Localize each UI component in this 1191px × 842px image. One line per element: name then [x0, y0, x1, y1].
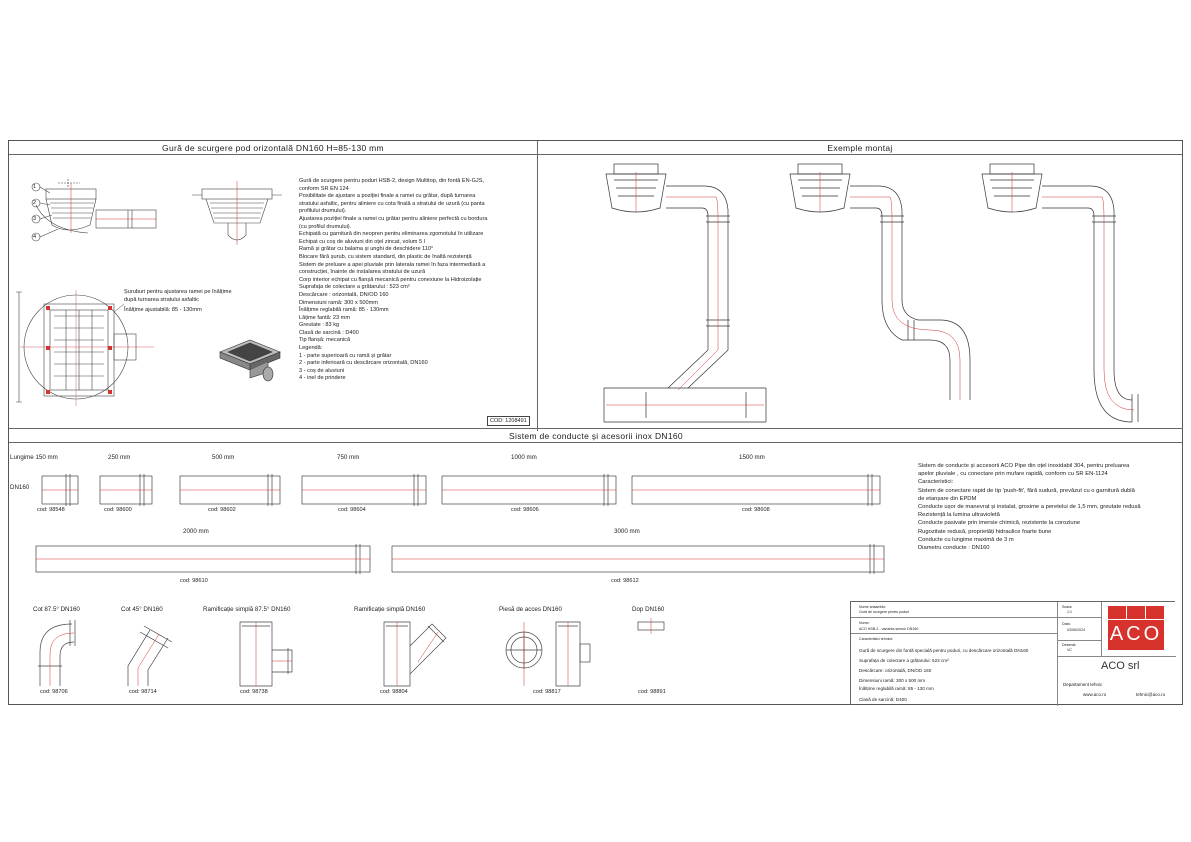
- tb-char-line-2: Suprafața de colectare a grătarului: 523…: [859, 658, 949, 663]
- len-1500: 1500 mm: [739, 454, 765, 461]
- code-98602: cod: 98602: [208, 507, 236, 513]
- code-98612: cod: 98612: [611, 578, 639, 584]
- header-right: Exemple montaj: [538, 141, 1182, 155]
- len-3000: 3000 mm: [614, 528, 640, 535]
- tb-char-line-4: Dimensiuni ramă: 300 x 500 mm: [859, 678, 926, 683]
- drain-side-view: [31, 179, 157, 242]
- fitting-name-branch-87: Ramificație simplă 87.5° DN160: [203, 606, 291, 613]
- header-left: Gură de scurgere pod orizontală DN160 H=…: [9, 141, 537, 155]
- fitting-name-elbow-45: Cot 45° DN160: [121, 606, 163, 613]
- tb-char-line-3: Descărcare: orizontală, DN/OD 160: [859, 668, 932, 673]
- installation-example-1: [603, 163, 767, 423]
- code-98706: cod: 98706: [40, 689, 68, 695]
- drain-isometric-view: [219, 339, 281, 382]
- pipes-row-2: [35, 544, 885, 574]
- tb-char-line-5: Înălțime reglabilă ramă: 85 - 130 mm: [859, 686, 934, 691]
- code-98804: cod: 98804: [380, 689, 408, 695]
- company-name: ACO srl: [1101, 660, 1140, 672]
- code-98817: cod: 98817: [533, 689, 561, 695]
- len-2000: 2000 mm: [183, 528, 209, 535]
- installation-example-2: [789, 163, 971, 400]
- tb-char-label: Caracteristici tehnice:: [859, 637, 894, 641]
- email-link[interactable]: tehnic@aco.ro: [1136, 692, 1166, 697]
- fitting-name-branch: Ramificație simplă DN160: [354, 606, 426, 613]
- tb-date-label: Data:: [1062, 622, 1071, 626]
- len-750: 750 mm: [337, 454, 360, 461]
- callout-3: 3: [33, 216, 37, 222]
- title-block: Nume ansamblu: Gură de scurgere pentru p…: [850, 601, 1176, 706]
- installation-example-3: [981, 163, 1139, 423]
- tb-type-label: Nume:: [859, 621, 870, 625]
- code-98891: cod: 98891: [638, 689, 666, 695]
- tb-scale-label: Scara:: [1062, 605, 1073, 609]
- len-500: 500 mm: [212, 454, 235, 461]
- code-98548: cod: 98548: [37, 507, 65, 513]
- department: Departament tehnic: [1063, 682, 1103, 687]
- row-label: Lungime 150 mm: [10, 454, 58, 461]
- screw-note-line2: după turnarea stratului asfaltic: [124, 297, 199, 303]
- code-98714: cod: 98714: [129, 689, 157, 695]
- main-product-code: COD: 1208491: [487, 416, 530, 426]
- tb-name-value: Gură de scurgere pentru poduri: [859, 610, 910, 614]
- mid-divider-top: [9, 428, 1183, 429]
- tb-type-value: ACO HSB-2 - varianta sensor DN160: [859, 627, 919, 631]
- callout-2: 2: [33, 200, 37, 206]
- website-link[interactable]: www.aco.ro: [1083, 692, 1107, 697]
- fitting-name-elbow-87: Cot 87.5° DN160: [33, 606, 80, 613]
- header-mid: Sistem de conducte și acesorii inox DN16…: [9, 429, 1183, 443]
- aco-logo-text: ACO: [1109, 623, 1163, 645]
- drain-front-view: [192, 181, 282, 245]
- code-98610: cod: 98610: [180, 578, 208, 584]
- tb-name-label: Nume ansamblu:: [859, 605, 887, 609]
- tb-scale-value: 1:1: [1067, 610, 1072, 614]
- code-98604: cod: 98604: [338, 507, 366, 513]
- height-note: Înălțime ajustabilă: 85 - 130mm: [124, 307, 202, 313]
- fitting-drawings: [38, 618, 665, 687]
- len-250: 250 mm: [108, 454, 131, 461]
- code-98608: cod: 98608: [742, 507, 770, 513]
- pipes-row-1: [41, 474, 881, 506]
- aco-logo: ACO: [1108, 606, 1164, 650]
- callout-4: 4: [33, 234, 37, 240]
- code-98606: cod: 98606: [511, 507, 539, 513]
- tb-date-value: 03/06/2024: [1067, 628, 1085, 632]
- tb-drawn-label: Desenat:: [1062, 643, 1077, 647]
- fitting-name-access: Piesă de acces DN160: [499, 606, 562, 613]
- callout-1: 1: [33, 184, 37, 190]
- product-description: Gură de scurgere pentru poduri HSB-2, de…: [299, 178, 488, 382]
- section-divider: [537, 141, 538, 431]
- tb-drawn-value: VC: [1067, 648, 1072, 652]
- code-98600: cod: 98600: [104, 507, 132, 513]
- tb-char-line-6: Clasă de sarcină: D400: [859, 697, 907, 702]
- drain-top-view: [16, 290, 154, 406]
- dn-label: DN160: [10, 484, 30, 491]
- screw-note-line1: Șuruburi pentru ajustarea ramei pe înălț…: [124, 289, 232, 295]
- len-1000: 1000 mm: [511, 454, 537, 461]
- system-description: Sistem de conducte și accesorii ACO Pipe…: [918, 463, 1141, 552]
- fitting-name-cap: Dop DN160: [632, 606, 665, 613]
- code-98738: cod: 98738: [240, 689, 268, 695]
- tb-char-line-1: Gură de scurgere din fontă specială pent…: [859, 648, 1029, 653]
- drawing-sheet: [8, 140, 1183, 705]
